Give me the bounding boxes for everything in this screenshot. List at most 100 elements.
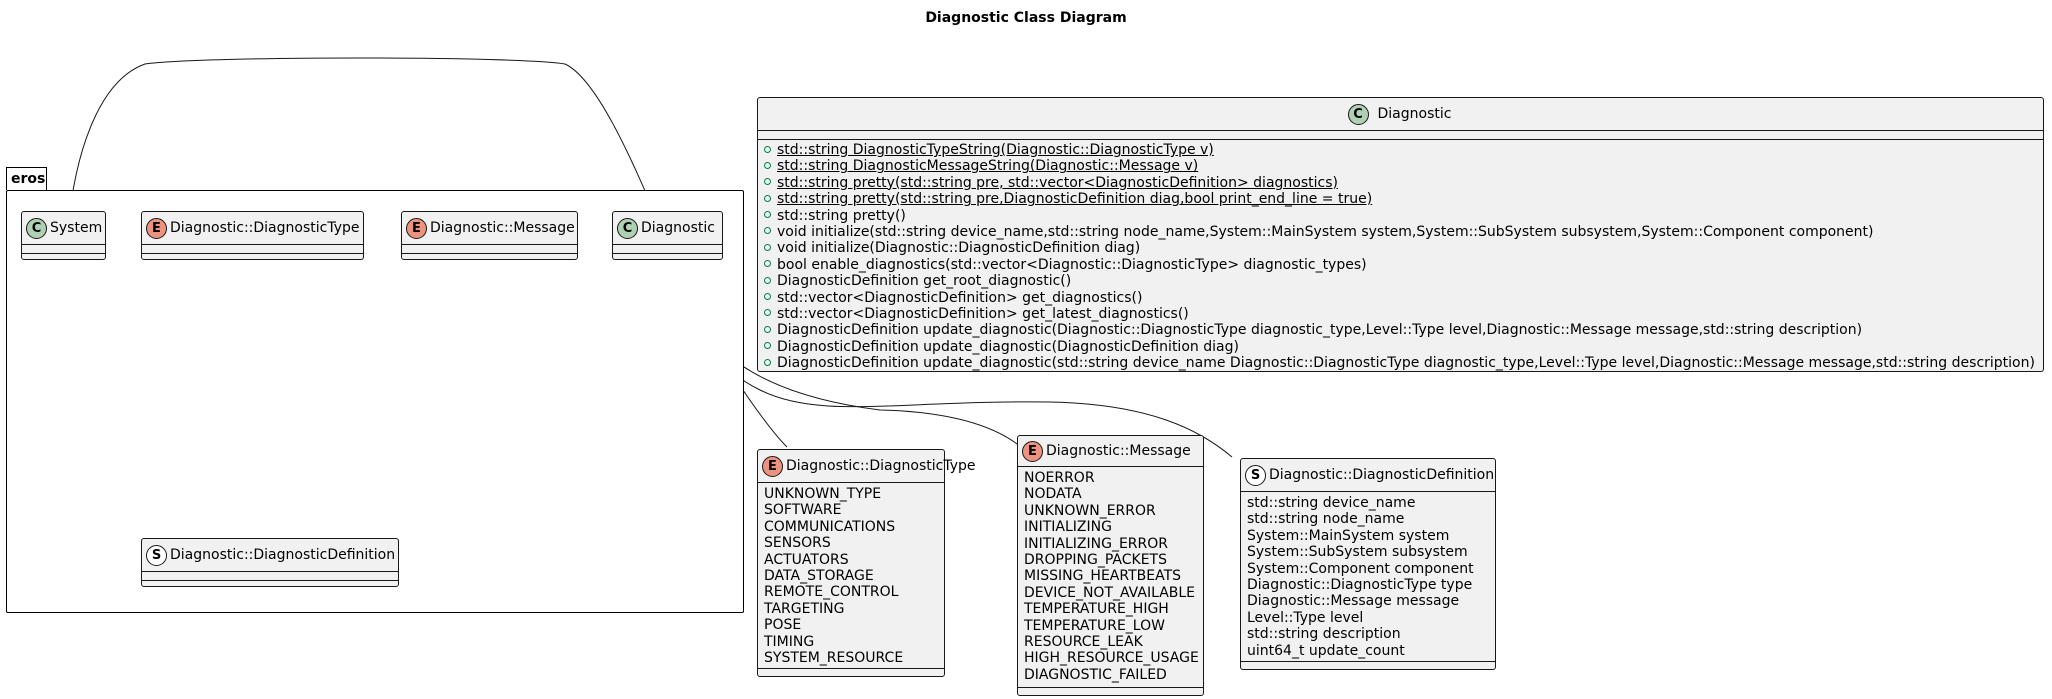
struct-field: std::string device_name: [1247, 495, 1416, 511]
enum-value: NOERROR: [1024, 470, 1095, 486]
struct-field: System::SubSystem subsystem: [1247, 544, 1468, 561]
method-row: std::string DiagnosticTypeString(Diagnos…: [758, 142, 2043, 158]
public-visibility-icon: [764, 260, 771, 268]
method-signature: DiagnosticDefinition get_root_diagnostic…: [777, 273, 1072, 290]
enum-icon: E: [146, 217, 167, 239]
method-signature: std::vector<DiagnosticDefinition> get_di…: [777, 289, 1143, 306]
enum-value: DEVICE_NOT_AVAILABLE: [1024, 584, 1196, 601]
enum-value: SENSORS: [764, 535, 831, 552]
method-row: std::string pretty(std::string pre, std:…: [758, 175, 2043, 191]
enum-value: ACTUATORS: [764, 551, 849, 568]
method-row: DiagnosticDefinition update_diagnostic(D…: [758, 339, 2043, 355]
struct-field: std::string node_name: [1247, 511, 1405, 528]
public-visibility-icon: [764, 178, 771, 186]
method-signature: std::string DiagnosticTypeString(Diagnos…: [777, 142, 1214, 158]
method-row: std::string DiagnosticMessageString(Diag…: [758, 158, 2043, 174]
class-name: Diagnostic: [1377, 106, 1452, 122]
public-visibility-icon: [764, 342, 771, 350]
enum-value: TIMING: [764, 633, 815, 650]
method-signature: DiagnosticDefinition update_diagnostic(D…: [777, 338, 1239, 355]
struct-field: Diagnostic::DiagnosticType type: [1247, 576, 1473, 593]
enum-icon: E: [762, 455, 783, 477]
enum-value: TARGETING: [764, 600, 845, 617]
composition-edge: [67, 57, 660, 231]
struct-name: Diagnostic::DiagnosticDefinition: [1269, 467, 1495, 483]
enum-value: RESOURCE_LEAK: [1024, 633, 1143, 650]
public-visibility-icon: [764, 293, 771, 301]
method-row: std::string pretty(std::string pre,Diagn…: [758, 191, 2043, 207]
method-list: std::string DiagnosticTypeString(Diagnos…: [758, 139, 2043, 373]
method-row: DiagnosticDefinition update_diagnostic(D…: [758, 322, 2043, 338]
enum-value: TEMPERATURE_HIGH: [1024, 601, 1169, 618]
struct-field: System::MainSystem system: [1247, 527, 1450, 544]
pkg-class-diagnostic[interactable]: C Diagnostic: [612, 211, 723, 260]
method-signature: void initialize(Diagnostic::DiagnosticDe…: [777, 240, 1141, 257]
class-name: System: [50, 220, 103, 236]
enum-value: DIAGNOSTIC_FAILED: [1024, 666, 1167, 683]
method-signature: std::string DiagnosticMessageString(Diag…: [777, 158, 1199, 175]
public-visibility-icon: [764, 243, 771, 251]
enum-diagnostic-type[interactable]: E Diagnostic::DiagnosticType UNKNOWN_TYP…: [757, 449, 975, 677]
method-row: std::vector<DiagnosticDefinition> get_di…: [758, 290, 2043, 306]
pkg-class-system[interactable]: C System: [21, 211, 106, 260]
package-tab: eros: [6, 167, 47, 190]
enum-value: SYSTEM_RESOURCE: [764, 649, 904, 666]
enum-value: INITIALIZING_ERROR: [1024, 535, 1169, 552]
enum-value: UNKNOWN_TYPE: [764, 486, 882, 502]
struct-name: Diagnostic::DiagnosticDefinition: [170, 547, 396, 563]
struct-icon: S: [1245, 464, 1266, 486]
method-signature: void initialize(std::string device_name,…: [777, 223, 1874, 240]
class-diagnostic[interactable]: C Diagnostic std::string DiagnosticTypeS…: [757, 97, 2044, 372]
method-row: void initialize(std::string device_name,…: [758, 224, 2043, 240]
method-row: void initialize(Diagnostic::DiagnosticDe…: [758, 240, 2043, 256]
class-name: Diagnostic: [641, 220, 715, 236]
diagram-title: Diagnostic Class Diagram: [925, 10, 1127, 26]
method-signature: DiagnosticDefinition update_diagnostic(D…: [777, 322, 1863, 339]
class-icon: C: [617, 217, 638, 239]
method-row: std::vector<DiagnosticDefinition> get_la…: [758, 306, 2043, 322]
public-visibility-icon: [764, 358, 771, 366]
public-visibility-icon: [764, 325, 771, 333]
public-visibility-icon: [764, 194, 771, 202]
enum-name: Diagnostic::DiagnosticType: [170, 220, 360, 236]
method-row: std::string pretty(): [758, 208, 2043, 224]
public-visibility-icon: [764, 145, 771, 153]
public-visibility-icon: [764, 309, 771, 317]
pkg-enum-message[interactable]: E Diagnostic::Message: [401, 211, 578, 260]
enum-value: DATA_STORAGE: [764, 567, 874, 584]
method-row: DiagnosticDefinition get_root_diagnostic…: [758, 273, 2043, 289]
struct-icon: S: [146, 544, 167, 566]
public-visibility-icon: [764, 211, 771, 219]
struct-field: Diagnostic::Message message: [1247, 593, 1460, 610]
enum-value: NODATA: [1024, 486, 1082, 503]
struct-field: uint64_t update_count: [1247, 642, 1405, 659]
method-signature: std::vector<DiagnosticDefinition> get_la…: [777, 305, 1189, 322]
method-signature: std::string pretty(): [777, 207, 906, 224]
method-signature: DiagnosticDefinition update_diagnostic(s…: [777, 355, 2035, 372]
enum-value: UNKNOWN_ERROR: [1024, 502, 1156, 519]
pkg-enum-diagnostic-type[interactable]: E Diagnostic::DiagnosticType: [141, 211, 364, 260]
struct-field: std::string description: [1247, 626, 1401, 643]
enum-icon: E: [406, 217, 427, 239]
struct-field: Level::Type level: [1247, 609, 1364, 626]
public-visibility-icon: [764, 227, 771, 235]
enum-icon: E: [1022, 440, 1043, 462]
method-row: bool enable_diagnostics(std::vector<Diag…: [758, 257, 2043, 273]
enum-name: Diagnostic::Message: [1046, 443, 1191, 459]
class-icon: C: [26, 217, 47, 239]
method-row: DiagnosticDefinition update_diagnostic(s…: [758, 355, 2043, 371]
pkg-struct-definition[interactable]: S Diagnostic::DiagnosticDefinition: [141, 538, 399, 587]
method-signature: std::string pretty(std::string pre,Diagn…: [777, 191, 1373, 208]
enum-value: HIGH_RESOURCE_USAGE: [1024, 650, 1199, 667]
enum-value: REMOTE_CONTROL: [764, 584, 899, 601]
struct-field: System::Component component: [1247, 560, 1474, 577]
method-signature: std::string pretty(std::string pre, std:…: [777, 174, 1338, 191]
class-icon: C: [1347, 103, 1369, 125]
enum-value: DROPPING_PACKETS: [1024, 551, 1167, 568]
struct-diagnostic-definition[interactable]: S Diagnostic::DiagnosticDefinition std::…: [1240, 458, 1496, 670]
enum-value: INITIALIZING: [1024, 519, 1112, 536]
enum-value: SOFTWARE: [764, 502, 842, 519]
enum-name: Diagnostic::Message: [430, 220, 575, 236]
